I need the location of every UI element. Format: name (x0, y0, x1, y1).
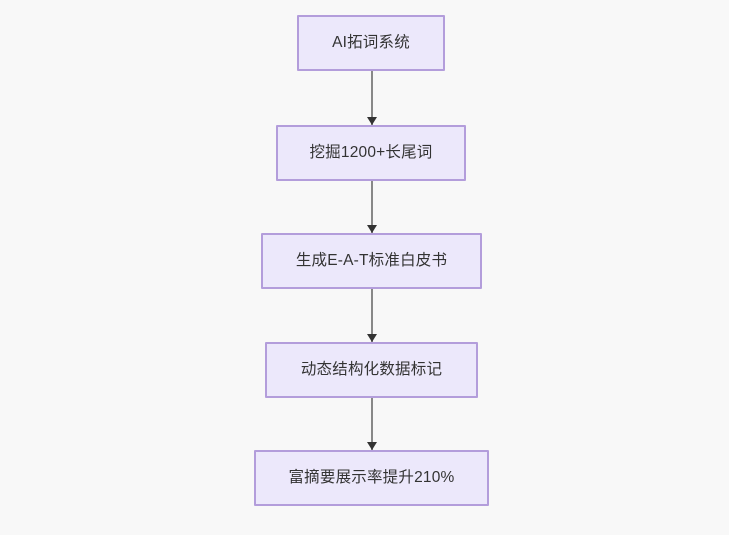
flow-node-label: 挖掘1200+长尾词 (309, 143, 433, 161)
flow-node-label: 富摘要展示率提升210% (288, 468, 455, 486)
flow-connector-1-to-2 (367, 71, 377, 125)
flow-node-label: 动态结构化数据标记 (300, 360, 443, 378)
flow-node-label: 生成E-A-T标准白皮书 (295, 251, 448, 269)
flow-node-ai-keyword-system[interactable]: AI拓词系统 (297, 15, 445, 71)
arrowhead-down-icon (367, 225, 377, 233)
flow-connector-4-to-5 (367, 398, 377, 450)
flow-connector-3-to-4 (367, 289, 377, 342)
arrowhead-down-icon (367, 442, 377, 450)
flow-node-label: AI拓词系统 (332, 33, 410, 51)
flow-connector-2-to-3 (367, 181, 377, 233)
arrowhead-down-icon (367, 334, 377, 342)
connector-line (371, 181, 373, 233)
flow-node-generate-eat-whitepaper[interactable]: 生成E-A-T标准白皮书 (261, 233, 482, 289)
connector-line (371, 71, 373, 125)
flow-node-mine-longtail-keywords[interactable]: 挖掘1200+长尾词 (276, 125, 466, 181)
connector-line (371, 289, 373, 342)
arrowhead-down-icon (367, 117, 377, 125)
connector-line (371, 398, 373, 450)
flow-node-rich-snippet-impression-uplift[interactable]: 富摘要展示率提升210% (254, 450, 489, 506)
flow-node-dynamic-structured-data-markup[interactable]: 动态结构化数据标记 (265, 342, 478, 398)
